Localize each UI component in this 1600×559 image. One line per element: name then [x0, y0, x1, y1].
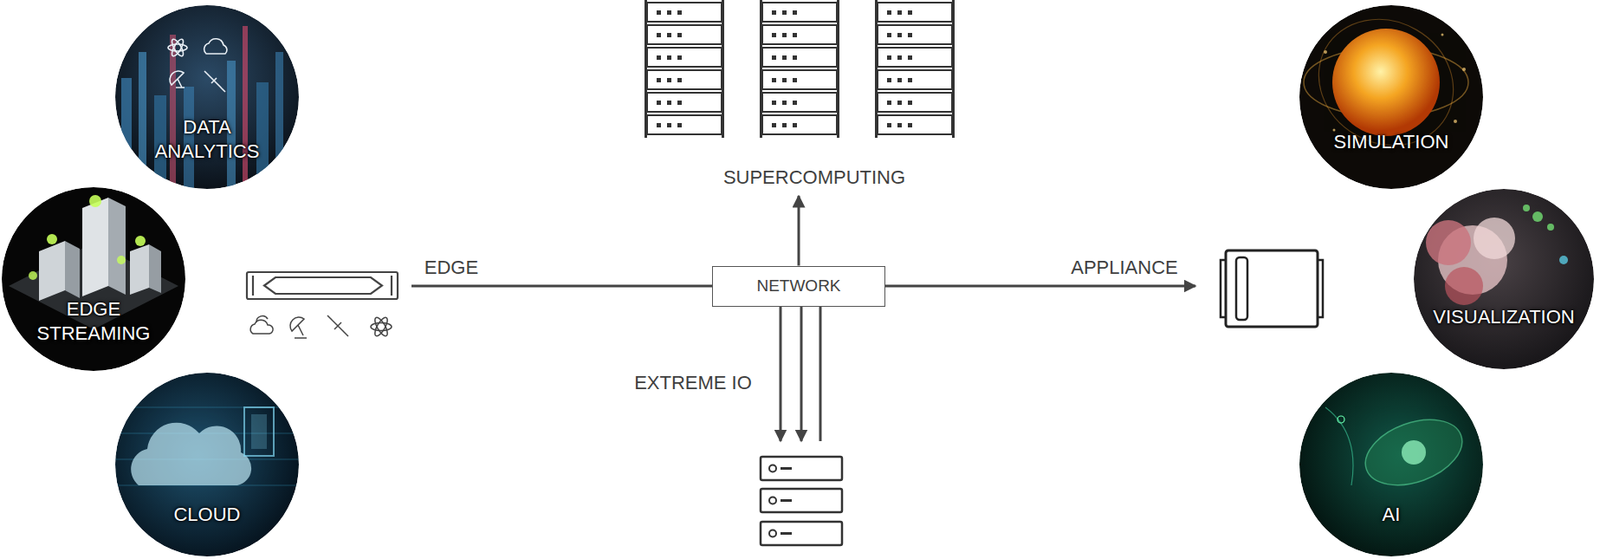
cloud-picture	[112, 372, 304, 557]
supercomputing-heading: SUPERCOMPUTING	[723, 166, 906, 189]
ai-picture	[1299, 372, 1484, 557]
edge-city-picture	[1, 187, 186, 371]
node-text: NETWORK	[756, 276, 841, 296]
visualization-circle: VISUALIZATION	[1413, 188, 1594, 370]
storage-icons	[760, 456, 843, 545]
appliance-icon	[1220, 250, 1323, 327]
rack-icons	[646, 0, 954, 138]
sensor-icons	[250, 315, 392, 338]
io-line	[819, 305, 823, 441]
network-box: NETWORK	[712, 265, 886, 307]
molecule-picture	[1413, 188, 1594, 370]
node-text: SUPERCOMPUTING	[723, 166, 906, 189]
appliance-label: APPLIANCE	[1068, 256, 1181, 279]
node-text: EDGE STREAMING	[28, 297, 159, 346]
edge-line	[411, 285, 713, 288]
ai-circle: AI	[1299, 372, 1484, 557]
analytics-picture	[115, 5, 299, 191]
edge-device-icon	[246, 272, 398, 299]
cloud-circle: CLOUD	[115, 372, 299, 557]
simulation-circle: SIMULATION	[1299, 5, 1484, 189]
extreme-io-label: EXTREME IO	[631, 371, 755, 395]
analytics-circle: DATA ANALYTICS	[115, 5, 299, 189]
io-arrow	[800, 305, 804, 441]
node-text: VISUALIZATION	[1423, 304, 1585, 330]
sun-simulation-picture	[1295, 0, 1484, 189]
node-text: CLOUD	[124, 502, 290, 527]
node-text: AI	[1308, 502, 1474, 527]
node-text: SIMULATION	[1308, 129, 1474, 155]
arrow-connector	[797, 195, 801, 266]
io-arrow	[779, 305, 783, 441]
appliance-arrow	[885, 285, 1196, 288]
edge-label: EDGE	[421, 256, 481, 279]
edge-streaming-circle: EDGE STREAMING	[1, 187, 186, 371]
node-text: DATA ANALYTICS	[142, 115, 273, 164]
